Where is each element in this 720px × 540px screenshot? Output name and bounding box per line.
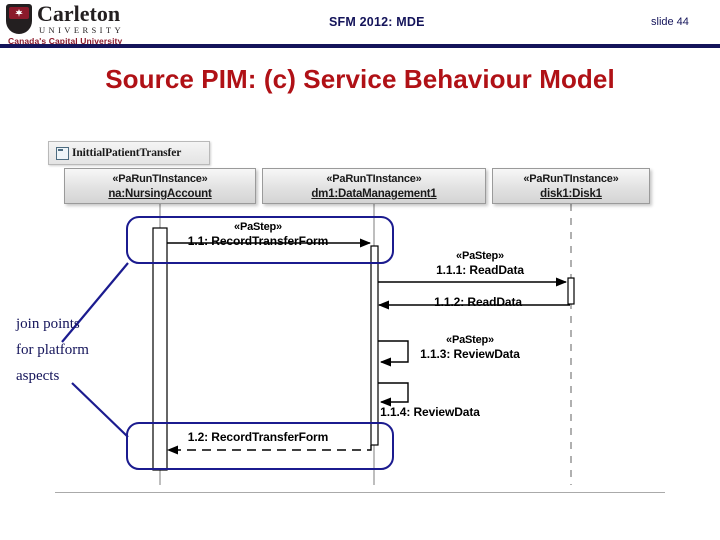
message-text: 1.1.3: ReviewData xyxy=(420,347,520,361)
message-text: 1.1.1: ReadData xyxy=(436,263,524,277)
lifeline-stereotype: «PaRunTInstance» xyxy=(523,173,619,185)
message-label-1-1-3: «PaStep» 1.1.3: ReviewData xyxy=(382,333,558,362)
carleton-shield-icon xyxy=(6,4,32,34)
logo-tagline: Canada's Capital University xyxy=(8,36,123,46)
message-text: 1.2: RecordTransferForm xyxy=(187,430,329,444)
activation-bar-dm1 xyxy=(370,245,379,446)
logo-wordmark: Carleton xyxy=(37,1,121,26)
header-divider xyxy=(0,44,720,48)
message-arrow-1-1-4 xyxy=(378,382,409,407)
lifeline-name: disk1:Disk1 xyxy=(540,188,602,200)
page-title: Source PIM: (c) Service Behaviour Model xyxy=(105,64,615,94)
message-label-1-1-1: «PaStep» 1.1.1: ReadData xyxy=(392,249,568,278)
annotation-line-2: for platform xyxy=(16,342,89,358)
carleton-university-logo: Carleton UNIVERSITY Canada's Capital Uni… xyxy=(4,1,134,46)
message-arrow-1-1-3 xyxy=(378,340,409,367)
message-label-1-1-2: 1.1.2: ReadData xyxy=(390,295,566,310)
message-text: 1.1.2: ReadData xyxy=(434,295,522,309)
activation-bar-disk1 xyxy=(567,277,575,305)
message-stereotype: «PaStep» xyxy=(456,250,504,262)
slide-number-label: slide 44 xyxy=(651,16,689,28)
message-label-1-2: 1.2: RecordTransferForm xyxy=(150,430,366,445)
message-arrow-1-2 xyxy=(166,445,372,455)
diagram-vector-layer xyxy=(61,204,575,485)
interaction-frame-icon xyxy=(56,146,69,160)
lifeline-head-na[interactable]: «PaRunTInstance» na:NursingAccount xyxy=(64,168,256,204)
interaction-frame-name: InittialPatientTransfer xyxy=(72,147,182,159)
lifeline-stereotype: «PaRunTInstance» xyxy=(112,173,208,185)
logo-university-text: UNIVERSITY xyxy=(39,25,124,35)
activation-bar-na xyxy=(152,227,168,471)
lifeline-head-disk1[interactable]: «PaRunTInstance» disk1:Disk1 xyxy=(492,168,650,204)
message-text: 1.1.4: ReviewData xyxy=(380,405,480,419)
joinpoint-box-top[interactable] xyxy=(126,216,394,264)
annotation-line-3: aspects xyxy=(16,368,60,384)
slide-header: Carleton UNIVERSITY Canada's Capital Uni… xyxy=(0,0,720,48)
message-label-1-1-4: 1.1.4: ReviewData xyxy=(320,405,540,420)
joinpoint-annotation: join points for platform aspects xyxy=(16,311,89,389)
message-label-1-1: «PaStep» 1.1: RecordTransferForm xyxy=(150,220,366,249)
footer-divider xyxy=(55,492,665,493)
sequence-diagram: InittialPatientTransfer «PaRunTInstance»… xyxy=(0,125,720,495)
lifeline-head-dm1[interactable]: «PaRunTInstance» dm1:DataManagement1 xyxy=(262,168,486,204)
message-text: 1.1: RecordTransferForm xyxy=(187,234,329,248)
lifeline-name: na:NursingAccount xyxy=(108,188,212,200)
joinpoint-box-bottom[interactable] xyxy=(126,422,394,470)
joinpoint-leader-top xyxy=(61,262,129,343)
course-label: SFM 2012: MDE xyxy=(329,15,425,29)
interaction-frame-label: InittialPatientTransfer xyxy=(48,141,210,165)
lifeline-name: dm1:DataManagement1 xyxy=(311,188,437,200)
annotation-line-1: join points xyxy=(16,316,80,332)
joinpoint-leader-bottom xyxy=(71,382,129,438)
message-stereotype: «PaStep» xyxy=(446,334,494,346)
lifeline-stereotype: «PaRunTInstance» xyxy=(326,173,422,185)
message-stereotype: «PaStep» xyxy=(234,221,282,233)
